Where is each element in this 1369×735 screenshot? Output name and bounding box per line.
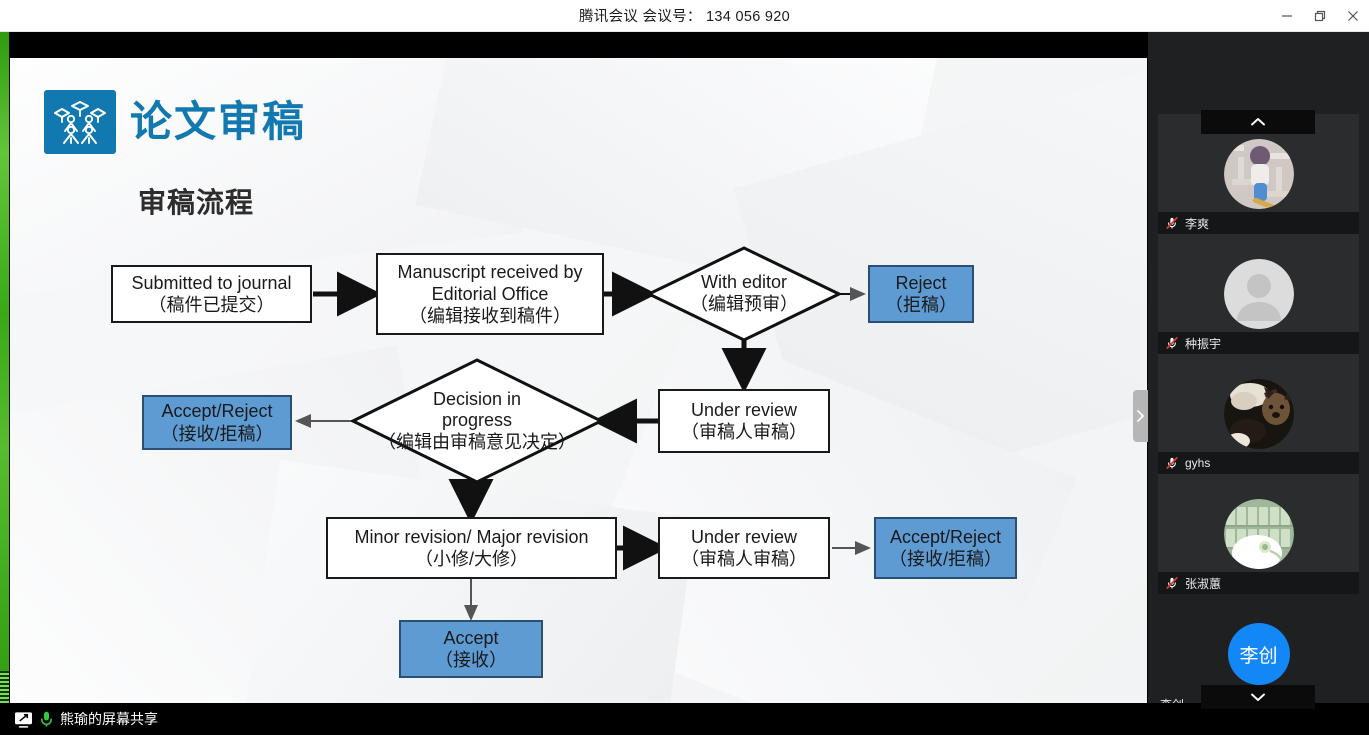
avatar [1223, 259, 1294, 329]
meeting-body: 论文审稿 审稿流程 [0, 32, 1369, 735]
restore-button[interactable] [1303, 0, 1336, 32]
avatar [1223, 139, 1294, 209]
mic-muted-icon [1166, 336, 1178, 350]
participant-tile[interactable]: gyhs [1158, 354, 1359, 474]
slide-subtitle: 审稿流程 [138, 187, 255, 218]
close-icon [1347, 11, 1358, 21]
participant-tile[interactable]: 张淑蕙 [1158, 474, 1359, 594]
participant-namebar: 种振宇 [1158, 332, 1359, 354]
participant-namebar: 张淑蕙 [1158, 572, 1359, 594]
graduates-logo-icon [44, 90, 116, 154]
flow-node-line1: Accept/Reject [161, 401, 273, 422]
flow-node-accept[interactable]: Accept （接收） [399, 620, 543, 678]
flow-node-line2: progress [441, 410, 513, 431]
participant-name: 种振宇 [1185, 336, 1222, 351]
flow-node-line2: （审稿人审稿） [681, 422, 807, 442]
flow-node-line2: （小修/大修） [414, 549, 528, 569]
presentation-slide: 论文审稿 审稿流程 [10, 58, 1147, 703]
participant-name: 李爽 [1185, 216, 1210, 231]
flow-node-line3: （编辑接收到稿件） [409, 306, 571, 327]
screen-share-statusbar: 熊瑜的屏幕共享 [0, 703, 1369, 735]
participant-tile[interactable]: 种振宇 [1158, 234, 1359, 354]
shared-screen-stage[interactable]: 论文审稿 审稿流程 [9, 32, 1148, 703]
participant-namebar: gyhs [1158, 452, 1359, 474]
flow-node-line1: Accept [443, 627, 499, 648]
flow-node-under-review-1[interactable]: Under review （审稿人审稿） [658, 389, 830, 453]
diamond-shape [351, 358, 603, 484]
flow-node-line3: （编辑由审稿意见决定） [378, 431, 576, 452]
mic-on-icon[interactable] [40, 710, 53, 728]
participant-name: gyhs [1185, 456, 1211, 470]
flow-node-line2: （接收/拒稿） [888, 549, 1002, 569]
flow-node-line1: Accept/Reject [889, 526, 1002, 547]
flow-node-line1: Decision in [432, 388, 522, 409]
screen-share-label: 熊瑜的屏幕共享 [60, 711, 158, 727]
flow-node-revision[interactable]: Minor revision/ Major revision （小修/大修） [326, 517, 617, 579]
avatar-initials: 李创 [1227, 623, 1290, 685]
flow-node-line1: Manuscript received by [397, 261, 583, 282]
participants-scroll-up-button[interactable] [1201, 110, 1315, 134]
participant-video [1158, 354, 1359, 474]
chevron-down-icon [1251, 693, 1265, 701]
flow-node-line2: Editorial Office [431, 283, 549, 304]
mic-muted-icon [1166, 456, 1178, 470]
participants-scroll-down-button[interactable] [1201, 685, 1315, 709]
minimize-icon [1281, 15, 1292, 17]
flow-node-with-editor[interactable]: With editor （编辑预审） [647, 246, 841, 342]
flow-node-line2: （接收/拒稿） [160, 423, 274, 444]
chevron-right-icon [1137, 410, 1144, 422]
flow-node-line1: With editor [700, 272, 788, 293]
participant-panel: 李爽 种振宇 [1148, 32, 1369, 735]
participant-namebar: 李爽 [1158, 212, 1359, 234]
participant-video: 李创 [1158, 594, 1359, 714]
flow-node-received[interactable]: Manuscript received by Editorial Office … [376, 253, 604, 335]
screen-share-border [0, 32, 9, 705]
flow-node-submitted[interactable]: Submitted to journal （稿件已提交） [111, 265, 312, 323]
avatar [1223, 499, 1294, 569]
flow-node-accept-reject-2[interactable]: Accept/Reject （接收/拒稿） [874, 517, 1017, 579]
close-button[interactable] [1336, 0, 1369, 32]
restore-icon [1314, 10, 1325, 22]
mic-muted-icon [1166, 576, 1178, 590]
participant-video [1158, 114, 1359, 234]
window-titlebar: 腾讯会议 会议号： 134 056 920 [0, 0, 1369, 32]
review-process-flowchart: Submitted to journal （稿件已提交） Manuscript … [10, 58, 1147, 703]
flow-node-line2: （编辑预审） [690, 294, 798, 314]
flow-node-line1: Under review [690, 526, 798, 547]
flow-node-under-review-2[interactable]: Under review （审稿人审稿） [658, 517, 830, 579]
flow-node-line2: （稿件已提交） [148, 295, 275, 315]
flow-node-line2: （接收） [435, 650, 507, 670]
flow-node-reject[interactable]: Reject （拒稿） [868, 265, 974, 323]
flow-node-line1: Under review [690, 399, 798, 420]
flow-node-line1: Submitted to journal [131, 272, 292, 293]
participant-name: 张淑蕙 [1185, 576, 1222, 591]
mic-muted-icon [1166, 216, 1178, 230]
chevron-up-icon [1251, 118, 1265, 126]
window-controls [1270, 0, 1369, 32]
flow-node-line2: （审稿人审稿） [681, 549, 807, 569]
flow-node-line2: （拒稿） [885, 295, 957, 315]
flow-node-decision[interactable]: Decision in progress （编辑由审稿意见决定） [351, 358, 603, 484]
flow-node-line1: Reject [895, 272, 947, 293]
participant-tile[interactable]: 李爽 [1158, 114, 1359, 234]
participant-video [1158, 474, 1359, 594]
flow-node-line1: Minor revision/ Major revision [354, 526, 589, 547]
slide-title: 论文审稿 [130, 98, 307, 145]
avatar [1223, 379, 1294, 449]
screen-share-icon[interactable] [14, 711, 33, 728]
panel-collapse-button[interactable] [1133, 390, 1148, 442]
flow-node-accept-reject-1[interactable]: Accept/Reject （接收/拒稿） [142, 395, 292, 450]
participant-video [1158, 234, 1359, 354]
window-title: 腾讯会议 会议号： 134 056 920 [579, 9, 790, 25]
diamond-shape [647, 246, 841, 342]
minimize-button[interactable] [1270, 0, 1303, 32]
